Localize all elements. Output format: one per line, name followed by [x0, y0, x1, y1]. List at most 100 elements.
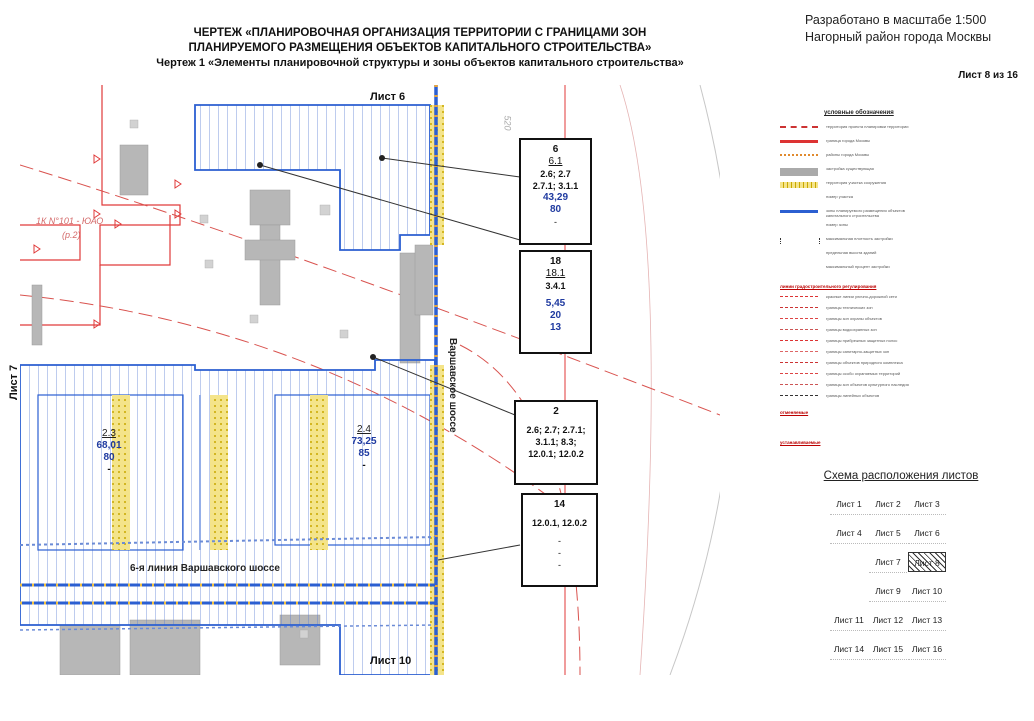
- callout-density: 43,29: [542, 192, 569, 203]
- scheme-cell-sheet[interactable]: Лист 6: [908, 523, 946, 544]
- label-varshavskoe: Варшавское шоссе: [447, 338, 458, 433]
- scheme-cell-sheet[interactable]: Лист 2: [869, 494, 907, 515]
- leader-lines: [259, 157, 521, 561]
- callout-zone-6[interactable]: 6 6.1 2.6; 2.7 2.7.1; 3.1.1 43,29 80 -: [519, 138, 592, 245]
- callout-zone: 6.1: [548, 156, 563, 167]
- legend-text: границы санитарно-защитных зон: [826, 349, 890, 354]
- legend-row: предельная высота зданий: [780, 250, 920, 260]
- scheme-cell-sheet[interactable]: Лист 4: [830, 523, 868, 544]
- callout-codes: 12.0.1, 12.0.2: [531, 518, 588, 528]
- scheme-cell-sheet[interactable]: Лист 5: [869, 523, 907, 544]
- legend-text: номер участка: [826, 194, 853, 199]
- zone-label-2-4: 2.4 73,25 85 -: [346, 424, 382, 472]
- scheme-cell-sheet[interactable]: Лист 14: [830, 639, 868, 660]
- callout-zone-14[interactable]: 14 12.0.1, 12.0.2 - - -: [521, 493, 598, 587]
- callout-percent: -: [558, 560, 561, 570]
- legend-row: районы города Москвы: [780, 152, 920, 162]
- legend-row: максимальная плотность застройки: [780, 236, 920, 246]
- legend-symbol-icon: [780, 307, 818, 314]
- label-sheet-7: Лист 7: [8, 364, 20, 400]
- legend-symbol-icon: [780, 384, 818, 391]
- callout-codes: 3.1.1; 8.3;: [535, 437, 577, 447]
- title-line-3: Чертеж 1 «Элементы планировочной структу…: [156, 57, 684, 69]
- arc-road-edge-2: [619, 85, 652, 675]
- legend-text: границы технических зон: [826, 305, 873, 310]
- scheme-cell-sheet[interactable]: Лист 13: [908, 610, 946, 631]
- zone-2-3-outline: [37, 394, 184, 551]
- legend-row: номер зоны: [780, 222, 920, 232]
- legend-symbol-icon: [780, 140, 818, 143]
- legend-text: застройка существующая: [826, 166, 874, 171]
- arc-road-edge-1: [669, 85, 720, 675]
- legend-row: границы технических зон: [780, 305, 920, 315]
- scheme-cell-sheet[interactable]: Лист 10: [908, 581, 946, 602]
- callout-zone-2[interactable]: 2 2.6; 2.7; 2.7.1; 3.1.1; 8.3; 12.0.1; 1…: [514, 400, 598, 485]
- legend-text: территория проекта планировки территории: [826, 124, 909, 129]
- scheme-cell-sheet[interactable]: Лист 1: [830, 494, 868, 515]
- callout-codes: 2.6; 2.7: [540, 169, 571, 179]
- dashed-zone-line-2: [20, 294, 561, 506]
- existing-buildings: [31, 144, 434, 675]
- legend-symbol-icon: [780, 126, 818, 134]
- legend-text: границы линейных объектов: [826, 393, 880, 398]
- callout-height: -: [558, 548, 561, 558]
- scheme-cell-sheet[interactable]: Лист 8: [908, 552, 946, 572]
- zone-density: 68,01: [96, 440, 122, 451]
- legend-row: территория участка сооружения: [780, 180, 920, 190]
- zone-percent: -: [362, 460, 366, 471]
- legend-row: номер участка: [780, 194, 920, 204]
- sixth-line-road: [20, 536, 436, 631]
- legend-text: границы прибрежных защитных полос: [826, 338, 898, 343]
- legend-symbol-icon: [780, 362, 818, 369]
- legend-row: границы прибрежных защитных полос: [780, 338, 920, 348]
- map-legend: условные обозначения территория проекта …: [772, 92, 922, 482]
- legend-row: границы зон охраны объектов: [780, 316, 920, 326]
- callout-codes: 2.6; 2.7; 2.7.1;: [526, 425, 586, 435]
- scheme-cell-sheet[interactable]: Лист 15: [869, 639, 907, 660]
- legend-text: красные линии улично-дорожной сети: [826, 294, 897, 299]
- faint-label-2: (р.2): [62, 230, 81, 240]
- legend-text: границы зон охраны объектов: [826, 316, 882, 321]
- label-sheet-6: Лист 6: [370, 91, 406, 103]
- scale-line: Разработано в масштабе 1:500: [805, 13, 987, 27]
- planning-map[interactable]: [20, 85, 720, 675]
- callout-codes: 2.7.1; 3.1.1: [532, 181, 579, 191]
- legend-row: границы особо охраняемых территорий: [780, 371, 920, 381]
- legend-symbol-icon: [780, 182, 818, 188]
- legend-row: красные линии улично-дорожной сети: [780, 294, 920, 304]
- scheme-cell-sheet[interactable]: Лист 16: [908, 639, 946, 660]
- legend-symbol-icon: [780, 296, 818, 303]
- zone-height: 80: [103, 452, 115, 463]
- callout-number: 2: [553, 406, 559, 417]
- legend-heading-regulation: линии градостроительного регулирования: [780, 284, 877, 289]
- callout-number: 18: [549, 256, 562, 267]
- callout-density: 5,45: [545, 298, 566, 309]
- scheme-cell-sheet[interactable]: Лист 9: [869, 581, 907, 602]
- scheme-cell-sheet[interactable]: Лист 3: [908, 494, 946, 515]
- red-triangle-markers: [33, 154, 182, 329]
- dashed-zone-line-1: [20, 164, 720, 416]
- callout-number: 14: [553, 499, 566, 510]
- title-line-1: ЧЕРТЕЖ «ПЛАНИРОВОЧНАЯ ОРГАНИЗАЦИЯ ТЕРРИТ…: [193, 27, 647, 39]
- zone-number: 2.4: [357, 424, 371, 435]
- legend-row: границы санитарно-защитных зон: [780, 349, 920, 359]
- callout-zone-18[interactable]: 18 18.1 3.4.1 5,45 20 13: [519, 250, 592, 354]
- zone-number: 2.3: [102, 428, 116, 439]
- legend-text: максимальный процент застройки: [826, 264, 890, 269]
- callout-density: -: [558, 536, 561, 546]
- sheet-number: Лист 8 из 16: [958, 70, 1018, 81]
- legend-text: номер зоны: [826, 222, 848, 227]
- legend-symbol-icon: [780, 252, 818, 258]
- faint-label-1: 1К N°101 - ЮАО: [36, 216, 104, 226]
- legend-symbol-icon: [780, 373, 818, 380]
- scheme-cell-sheet[interactable]: Лист 7: [869, 552, 907, 573]
- legend-symbol-icon: [780, 196, 818, 202]
- scheme-cell-sheet[interactable]: Лист 11: [830, 610, 868, 631]
- legend-row: границы водоохранных зон: [780, 327, 920, 337]
- legend-text: зоны планируемого размещения объектов ка…: [826, 208, 905, 218]
- legend-row: максимальный процент застройки: [780, 264, 920, 274]
- legend-symbol-icon: [780, 318, 818, 325]
- callout-height: 20: [549, 310, 562, 321]
- legend-symbol-icon: [780, 266, 818, 272]
- scheme-cell-sheet[interactable]: Лист 12: [869, 610, 907, 631]
